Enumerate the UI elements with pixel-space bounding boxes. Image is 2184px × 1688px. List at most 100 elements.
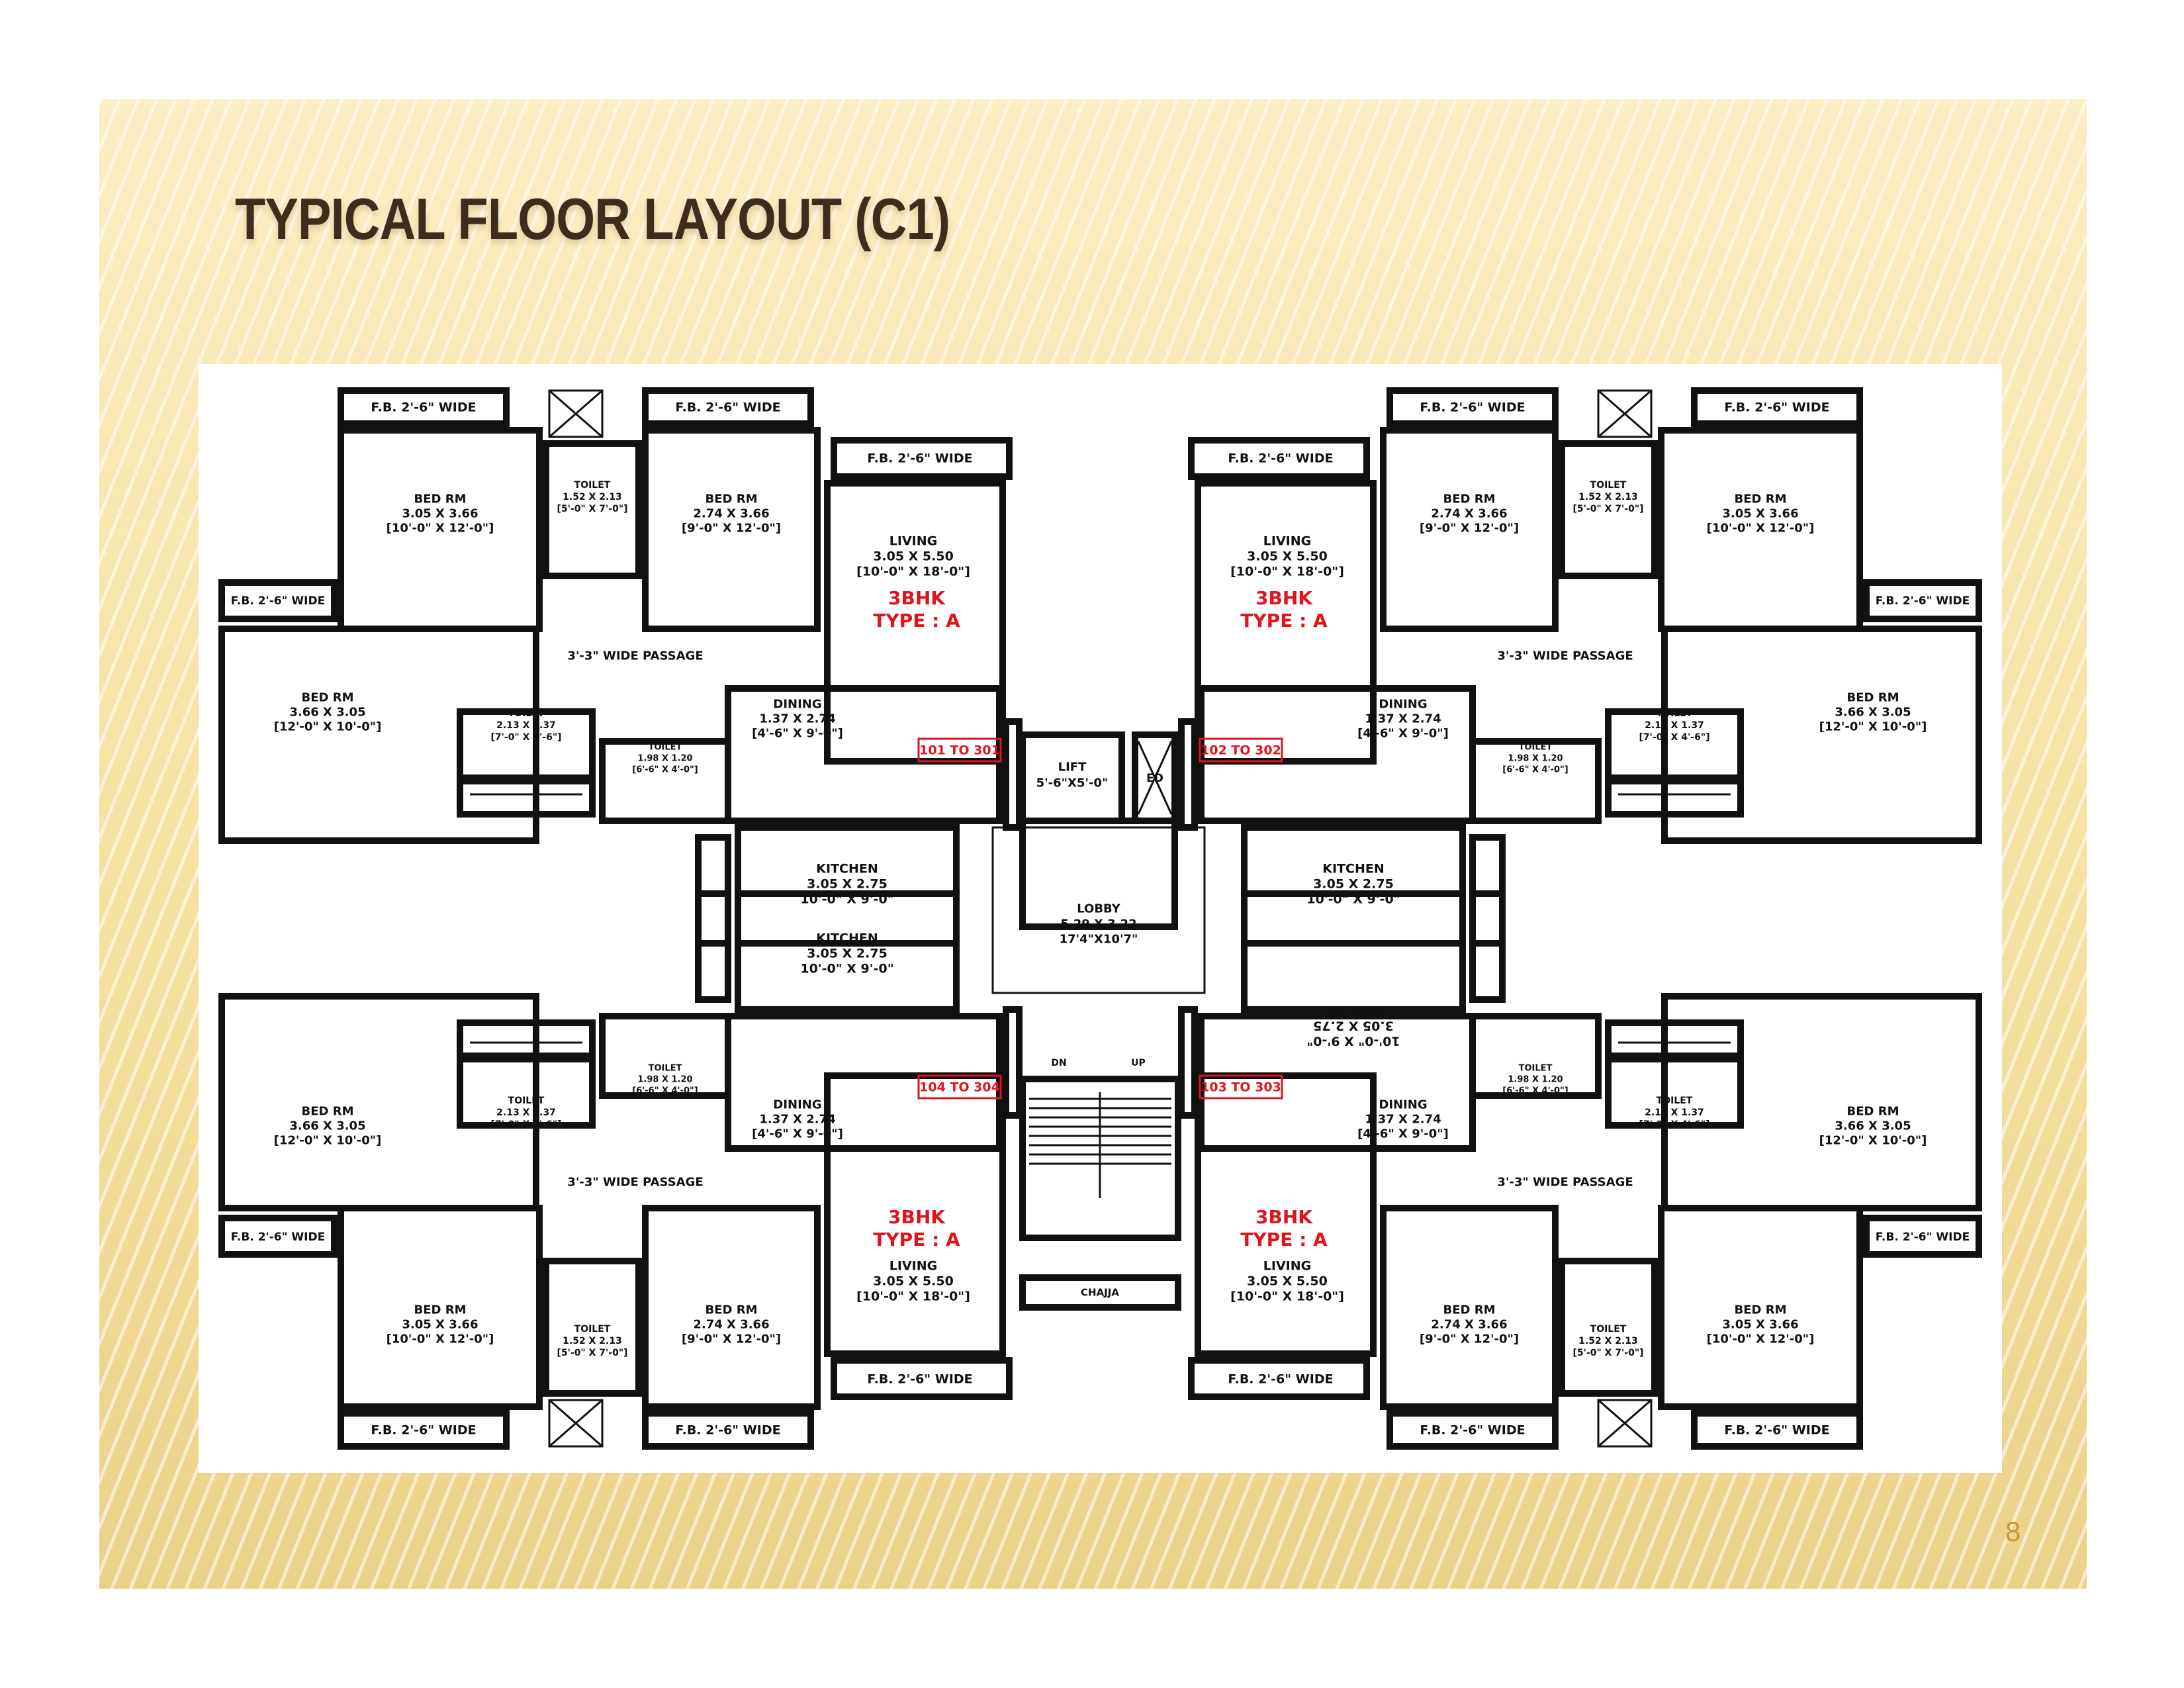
fb-strip [1863, 579, 1982, 622]
fb-label: F.B. 2'-6" WIDE [1228, 1372, 1333, 1387]
room-bed-small [1380, 427, 1559, 632]
stair-up-label: UP [1131, 1058, 1146, 1068]
fb-label: F.B. 2'-6" WIDE [675, 1423, 780, 1438]
room-toilet-a [543, 1258, 642, 1397]
fb-strip [1691, 1410, 1863, 1450]
fb-strip [831, 1357, 1013, 1400]
duct-box [1597, 1399, 1653, 1448]
core-wall [1178, 1006, 1198, 1119]
sill [457, 1019, 596, 1059]
room-living [1195, 1072, 1377, 1357]
passage-label: 3'-3" WIDE PASSAGE [1497, 1175, 1633, 1189]
room-kitchen [1241, 890, 1466, 1013]
lobby [991, 826, 1206, 994]
passage-label: 3'-3" WIDE PASSAGE [1497, 649, 1633, 663]
sill [1605, 1019, 1744, 1059]
unit-range-box [1199, 1074, 1283, 1100]
fb-strip [338, 387, 510, 427]
fb-label: F.B. 2'-6" WIDE [1420, 400, 1525, 415]
stair-dn-label: DN [1051, 1058, 1066, 1068]
unit-range-label: 104 TO 304 [919, 1080, 1000, 1095]
fb-strip [338, 1410, 510, 1450]
fb-label: F.B. 2'-6" WIDE [1876, 1231, 1970, 1244]
unit-range-label: 103 TO 303 [1201, 1080, 1281, 1095]
room-bed-small [642, 427, 821, 632]
room-kitchen [735, 890, 960, 1013]
fb-label: F.B. 2'-6" WIDE [675, 400, 780, 415]
fb-strip [218, 579, 338, 622]
chajja-label: CHAJJA [1081, 1286, 1119, 1298]
duct-cross [1598, 1399, 1652, 1448]
stair-well [1019, 1076, 1181, 1241]
core-wall [1003, 718, 1023, 831]
room-toilet-a [1559, 1258, 1658, 1397]
chajja-strip [1019, 1274, 1181, 1311]
passage-label: 3'-3" WIDE PASSAGE [567, 1175, 703, 1189]
fb-strip [1188, 437, 1370, 480]
room-kitchen [735, 824, 960, 947]
ed-label: ED [1146, 772, 1163, 785]
room-bed-side [1661, 993, 1982, 1211]
ed-cross [1137, 741, 1173, 815]
fb-label: F.B. 2'-6" WIDE [231, 594, 325, 608]
unit-range-box [917, 1074, 1002, 1100]
fb-strip [1691, 387, 1863, 427]
fb-vertical [1469, 890, 1506, 1003]
unit-range-label: 102 TO 302 [1201, 743, 1281, 758]
room-toilet-a [543, 440, 642, 579]
fb-strip [1863, 1215, 1982, 1258]
room-kitchen [1241, 824, 1466, 947]
fb-label: F.B. 2'-6" WIDE [1724, 400, 1829, 415]
page-number: 8 [2005, 1516, 2021, 1547]
fb-label: F.B. 2'-6" WIDE [1420, 1423, 1525, 1438]
fb-strip [1387, 1410, 1559, 1450]
room-bed-small [1380, 1205, 1559, 1410]
room-dining [725, 1013, 1003, 1152]
room-bed-side [218, 993, 539, 1211]
duct-box [548, 389, 604, 438]
fb-label: F.B. 2'-6" WIDE [867, 451, 972, 466]
duct-box [1597, 389, 1653, 438]
fb-label: F.B. 2'-6" WIDE [371, 1423, 476, 1438]
room-dining [1198, 685, 1476, 824]
slide-title: TYPICAL FLOOR LAYOUT (C1) [235, 186, 950, 252]
unit-range-box [917, 737, 1002, 763]
room-living [824, 1072, 1006, 1357]
sill [457, 778, 596, 818]
fb-strip [1387, 387, 1559, 427]
fb-strip [831, 437, 1013, 480]
slide: TYPICAL FLOOR LAYOUT (C1) F.B. 2'-6" WID… [99, 99, 2087, 1589]
room-living [1195, 480, 1377, 765]
duct-box [548, 1399, 604, 1448]
room-dining [725, 685, 1003, 824]
